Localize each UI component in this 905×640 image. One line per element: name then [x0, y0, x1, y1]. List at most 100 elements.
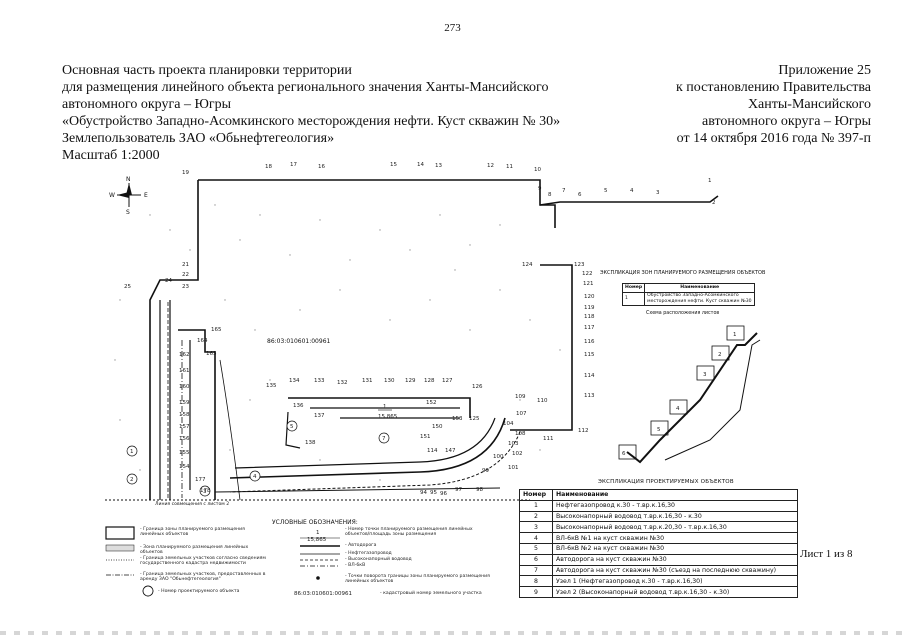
point-label: 136	[293, 403, 304, 409]
point-label: 163	[206, 351, 217, 357]
point-label: 3	[656, 190, 660, 196]
table-cell: Высоконапорный водовод т.вр.к.16,30 - к.…	[552, 510, 798, 523]
point-label: 6	[578, 192, 582, 198]
scheme-sheet-1: 1	[733, 332, 737, 338]
point-label: 158	[179, 412, 190, 418]
zone-area-number: 1	[383, 404, 387, 410]
header-right-line: Приложение 25	[778, 63, 871, 78]
legend-item: - Автодорога	[345, 543, 377, 548]
point-label: 104	[503, 421, 514, 427]
point-label: 126	[472, 384, 483, 390]
table-header-row: Номер Наименование	[519, 489, 798, 501]
table-cell: Нефтегазопровод к.30 - т.вр.к.16,30	[552, 499, 798, 512]
legend-item: - Точки поворота границы зоны планируемо…	[345, 574, 490, 585]
point-label: 8	[548, 192, 552, 198]
marker-5: 5	[290, 424, 294, 430]
point-label: 110	[537, 398, 548, 404]
point-labels-inner: 135 134 133 132 131 130 129 128 127 126 …	[266, 378, 527, 497]
legend-item: - Номер проектируемого объекта	[158, 589, 240, 594]
point-label: 155	[179, 450, 190, 456]
point-label: 14	[417, 162, 424, 168]
point-label: 22	[182, 272, 189, 278]
cadastral-number: 86:03:010601:00961	[267, 338, 331, 345]
zone-area-value: 15,865	[378, 414, 398, 420]
point-label: 156	[179, 436, 190, 442]
point-label: 100	[493, 454, 504, 460]
legend-item: - Высоконапорный водовод	[345, 557, 412, 562]
compass-icon: N S W E	[109, 176, 148, 216]
point-label: 159	[179, 400, 190, 406]
point-label: 1	[708, 178, 712, 184]
marker-4: 4	[253, 474, 257, 480]
table-cell: 1	[519, 499, 553, 512]
point-label: 157	[179, 424, 190, 430]
point-label: 127	[442, 378, 453, 384]
point-label: 4	[630, 188, 634, 194]
point-label: 5	[604, 188, 608, 194]
compass-n: N	[126, 176, 131, 183]
point-label: 115	[584, 352, 595, 358]
marker-3: 3	[203, 489, 207, 495]
legend-item: - Зона планируемого размещения линейных …	[140, 545, 249, 556]
point-label: 165	[211, 327, 222, 333]
point-label: 123	[574, 262, 585, 268]
point-label: 132	[337, 380, 348, 386]
point-label: 13	[435, 163, 442, 169]
table-header: Наименование	[552, 489, 798, 501]
table-cell: Узел 2 (Высоконапорный водовод т.вр.к.16…	[552, 586, 798, 598]
scheme-sheet-6: 6	[622, 451, 626, 457]
zone-boundary	[105, 179, 719, 501]
table-cell: Высоконапорный водовод т.вр.к.20,30 - т.…	[552, 521, 798, 534]
legend-item: - Граница земельных участков согласно св…	[140, 556, 266, 567]
point-label: 24	[165, 278, 172, 284]
table-cell: Автодорога на куст скважин №30 (съезд на…	[552, 564, 798, 577]
point-label: 160	[179, 384, 190, 390]
point-label: 95	[430, 490, 437, 496]
point-label: 177	[195, 477, 206, 483]
table-cell: 2	[519, 510, 553, 523]
point-labels-left: 25 24 23 22 21 165 164 163 162 161 160 1…	[124, 262, 222, 494]
marker-7: 7	[382, 436, 386, 442]
scheme-sheet-2: 2	[718, 352, 722, 358]
legend-item: - кадастровый номер земельного участка	[380, 591, 482, 596]
zone-table-title: ЭКСПЛИКАЦИЯ ЗОН ПЛАНИРУЕМОГО РАЗМЕЩЕНИЯ …	[600, 270, 766, 276]
point-label: 103	[508, 441, 519, 447]
point-label: 152	[426, 400, 437, 406]
legend-item: - ВЛ-6кВ	[345, 563, 366, 568]
compass-w: W	[109, 192, 115, 199]
legend-cad-sample: 86:03:010601:00961	[294, 591, 352, 597]
point-label: 164	[197, 338, 208, 344]
point-label: 120	[584, 294, 595, 300]
table-header: Номер	[519, 489, 553, 501]
point-label: 25	[124, 284, 131, 290]
document-header-left: Основная часть проекта планировки террит…	[62, 62, 560, 164]
table-cell: 6	[519, 553, 553, 566]
point-label: 97	[455, 487, 462, 493]
point-label: 109	[515, 394, 526, 400]
marker-1: 1	[130, 449, 134, 455]
point-labels-right: 9 8 7 6 5 4 3 2 1	[538, 178, 716, 206]
table-cell: ВЛ-6кВ №2 на куст скважин №30	[552, 542, 798, 555]
header-left-line: Основная часть проекта планировки террит…	[62, 63, 352, 78]
scheme-sheet-5: 5	[657, 427, 661, 433]
page-number: 273	[444, 22, 461, 34]
document-header-right: Приложение 25 к постановлению Правительс…	[676, 62, 871, 147]
point-label: 150	[432, 424, 443, 430]
table-cell: 4	[519, 532, 553, 544]
point-label: 116	[584, 339, 595, 345]
point-label: 16	[318, 164, 325, 170]
zone-table-header: Наименование	[644, 283, 756, 293]
combination-line-label: Линия совмещения с листом 2	[155, 502, 230, 507]
point-label: 131	[362, 378, 373, 384]
header-right-line: от 14 октября 2016 года № 397-п	[676, 131, 871, 146]
point-labels-top: 19 18 17 16 15 14 13 12 11 10	[182, 162, 541, 176]
point-label: 121	[583, 281, 594, 287]
sheet-label: Лист 1 из 8	[800, 548, 853, 560]
legend-item: - Граница зоны планируемого размещения л…	[140, 527, 245, 538]
point-label: 113	[584, 393, 595, 399]
